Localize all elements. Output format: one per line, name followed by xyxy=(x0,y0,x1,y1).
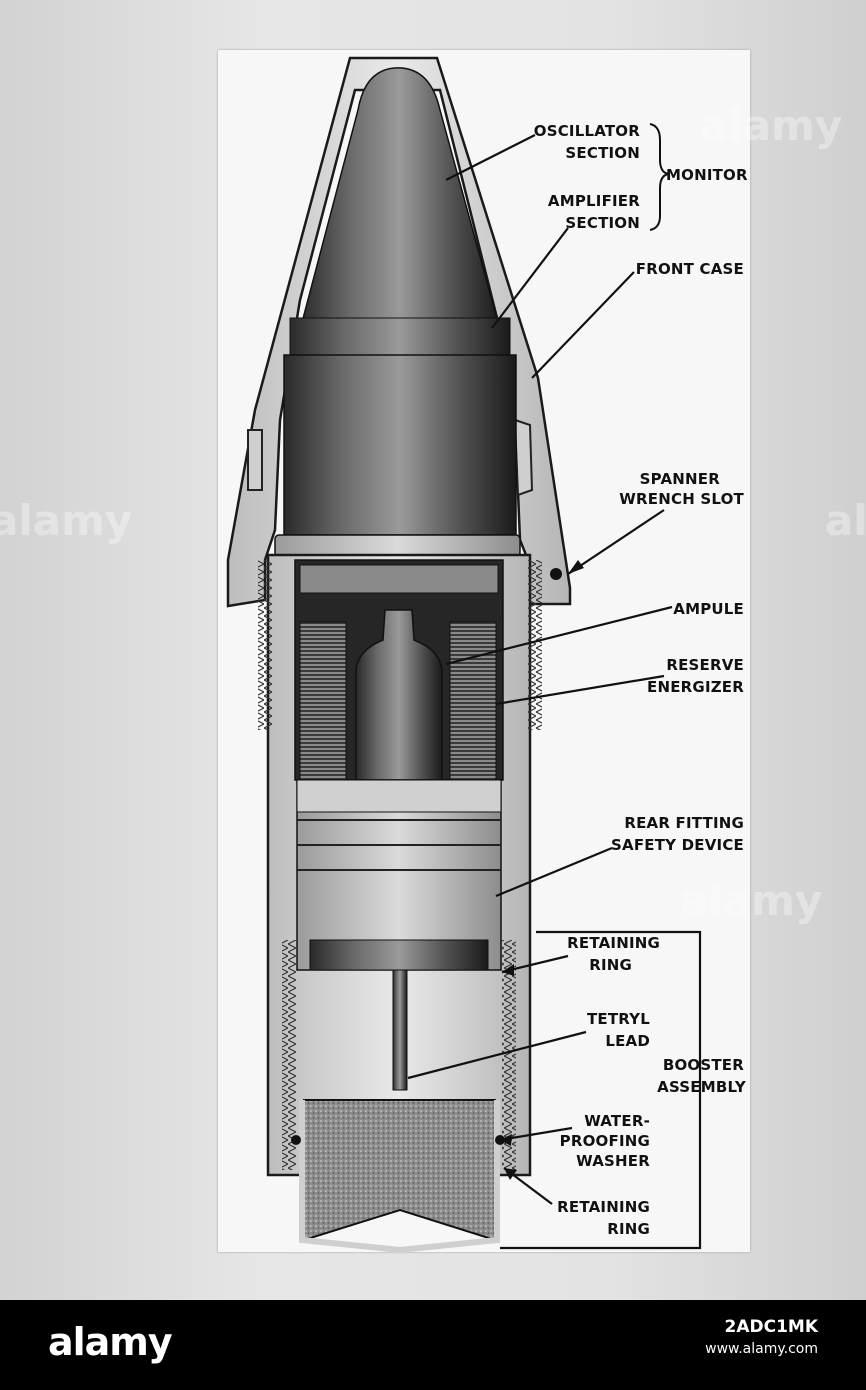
image-id: 2ADC1MK xyxy=(724,1317,819,1337)
label-water-3: WASHER xyxy=(576,1152,650,1170)
label-oscillator-2: SECTION xyxy=(565,144,640,162)
arrowheads xyxy=(500,560,584,1180)
booster-charge xyxy=(303,1099,496,1242)
fuze-cutaway-diagram: alamy alamy alamy alamy alamy alamy alam… xyxy=(0,56,866,1254)
label-front-case: FRONT CASE xyxy=(636,260,744,278)
watermark: alamy xyxy=(700,101,842,150)
label-rear-fitting-1: REAR FITTING xyxy=(624,814,744,832)
label-water-2: PROOFING xyxy=(560,1132,650,1150)
label-oscillator-1: OSCILLATOR xyxy=(534,122,640,140)
label-water-1: WATER- xyxy=(584,1112,650,1130)
site-url: www.alamy.com xyxy=(705,1341,818,1357)
label-tetryl-2: LEAD xyxy=(605,1032,650,1050)
leader-lines xyxy=(407,134,673,1205)
reserve-energizer-left xyxy=(299,621,347,781)
front-case xyxy=(226,56,572,608)
amplifier-section xyxy=(289,317,511,359)
label-booster-2: ASSEMBLY xyxy=(657,1078,747,1096)
stock-footer-bar: alamy 2ADC1MK www.alamy.com xyxy=(0,1300,866,1390)
label-spanner-2: WRENCH SLOT xyxy=(619,490,744,508)
label-booster-1: BOOSTER xyxy=(663,1056,744,1074)
spanner-slot xyxy=(550,568,562,580)
label-amplifier-1: AMPLIFIER xyxy=(548,192,640,210)
label-retaining-upper-2: RING xyxy=(589,956,632,974)
monitor-brace xyxy=(649,123,669,231)
watermark: alamy xyxy=(680,876,822,925)
callout-labels: OSCILLATOR SECTION MONITOR AMPLIFIER SEC… xyxy=(534,122,748,1238)
label-reserve-1: RESERVE xyxy=(666,656,744,674)
booster-bracket xyxy=(500,930,702,1250)
waterproofing-washer xyxy=(291,1135,301,1145)
watermark: alamy xyxy=(825,496,866,545)
label-monitor: MONITOR xyxy=(666,166,748,184)
image-id-block: 2ADC1MK www.alamy.com xyxy=(705,1316,818,1360)
label-ampule: AMPULE xyxy=(673,600,744,618)
label-reserve-2: ENERGIZER xyxy=(647,678,744,696)
label-tetryl-1: TETRYL xyxy=(587,1010,650,1028)
reserve-energizer-right xyxy=(449,621,497,781)
label-spanner-1: SPANNER xyxy=(640,470,721,488)
label-rear-fitting-2: SAFETY DEVICE xyxy=(611,836,744,854)
watermark: alamy xyxy=(0,496,132,545)
label-retaining-upper-1: RETAINING xyxy=(567,934,660,952)
label-retaining-lower-2: RING xyxy=(607,1220,650,1238)
alamy-logo: alamy xyxy=(48,1320,173,1364)
label-amplifier-2: SECTION xyxy=(565,214,640,232)
label-retaining-lower-1: RETAINING xyxy=(557,1198,650,1216)
tetryl-lead xyxy=(392,969,408,1091)
